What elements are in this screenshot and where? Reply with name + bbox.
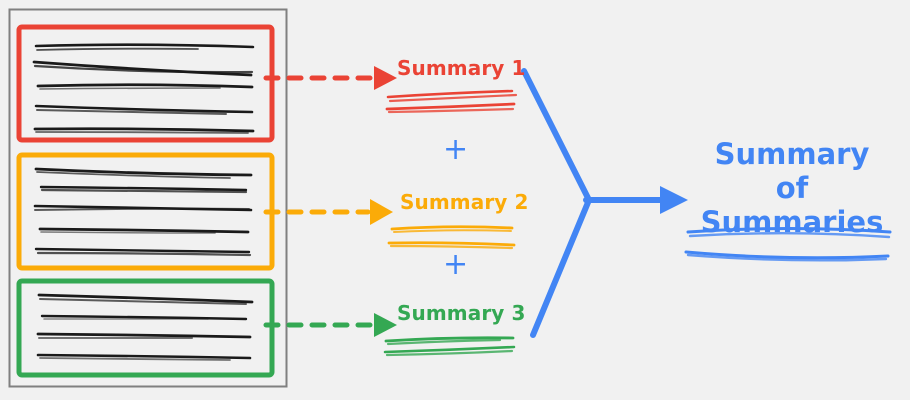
summary-2-label: Summary 2	[400, 190, 529, 214]
final-output-label: Summary of Summaries	[700, 137, 884, 240]
plus-operator-1: +	[443, 132, 469, 167]
chunk-3-text-lines	[36, 293, 254, 361]
chunk-3-arrow	[263, 313, 397, 337]
summary-3-label: Summary 3	[397, 301, 526, 325]
chunk-1-arrow	[263, 66, 397, 90]
summary-3-underlines	[383, 336, 516, 357]
final-output-underlines	[684, 227, 892, 262]
chunk-2-text-lines	[33, 167, 253, 257]
summary-1-underlines	[385, 89, 518, 114]
chunk-1-group[interactable]	[16, 24, 275, 143]
chunk-1-text-lines	[32, 43, 255, 134]
summary-1-label: Summary 1	[397, 56, 526, 80]
merge-arrowhead	[660, 186, 688, 214]
merge-arrow	[521, 68, 666, 338]
plus-operator-2: +	[443, 247, 469, 282]
chunk-2-arrow	[263, 199, 393, 225]
summary-2-underlines	[387, 225, 516, 250]
chunk-1-box[interactable]	[16, 24, 275, 143]
final-output-line-2: Summaries	[700, 205, 884, 240]
source-document-border	[8, 8, 288, 388]
chunk-3-box[interactable]	[16, 278, 275, 378]
chunk-3-group[interactable]	[16, 278, 275, 378]
final-output-line-1: Summary of	[714, 137, 870, 206]
